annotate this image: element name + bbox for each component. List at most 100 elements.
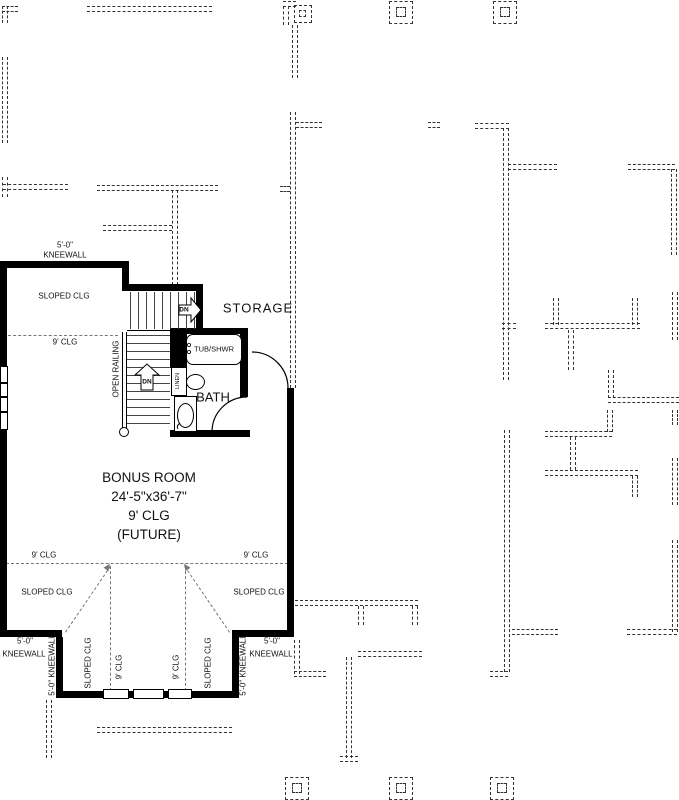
tub-faucet-icon: [186, 349, 191, 354]
window: [168, 689, 192, 699]
wall-segment: [232, 630, 294, 637]
wall-segment: [0, 630, 62, 637]
floor-below-dashed-line: [475, 123, 509, 129]
ceiling-break-line: [185, 566, 186, 691]
porch-post-outline: [389, 1, 413, 24]
floor-below-dashed-line: [296, 122, 322, 128]
porch-post-outline: [493, 1, 517, 24]
kneewall-dim-label: 5'-0": [57, 240, 73, 250]
floor-below-dashed-line: [512, 629, 558, 635]
floor-below-dashed-line: [295, 600, 418, 606]
storage-label: STORAGE: [222, 300, 294, 316]
floor-below-dashed-line: [87, 6, 212, 12]
floor-below-dashed-line: [358, 651, 422, 657]
sloped-ceiling-label: SLOPED CLG: [38, 291, 90, 301]
floor-below-dashed-line: [412, 606, 418, 625]
ceiling-height-label-vertical: 9' CLG: [114, 654, 124, 680]
kneewall-label: KNEEWALL: [249, 649, 293, 659]
floor-below-dashed-line: [627, 629, 677, 635]
floor-below-dashed-line: [553, 298, 559, 325]
floor-below-dashed-line: [346, 657, 352, 758]
floor-below-dashed-line: [545, 323, 640, 329]
tub-faucet-icon: [186, 342, 191, 347]
stair-edge-line: [127, 330, 170, 331]
sloped-ceiling-label-vertical: SLOPED CLG: [203, 637, 213, 689]
stair-down-arrow-up: [133, 363, 161, 391]
open-railing-label: OPEN RAILING: [111, 340, 121, 398]
room-ceiling: 9' CLG: [128, 508, 170, 523]
bath-label: BATH: [196, 389, 230, 405]
floor-below-dashed-line: [672, 410, 678, 425]
floor-below-dashed-line: [2, 6, 18, 12]
linen-label: LINEN: [175, 372, 181, 390]
stair-down-arrow-right: [178, 296, 202, 324]
floor-below-dashed-line: [608, 370, 614, 398]
floor-below-dashed-line: [3, 184, 68, 190]
room-name: BONUS ROOM: [102, 470, 196, 485]
kneewall-dim-label: 5'-0": [264, 636, 280, 646]
ceiling-height-label: 9' CLG: [52, 337, 78, 347]
floor-below-dashed-line: [428, 122, 440, 128]
floor-below-dashed-line: [503, 128, 509, 380]
tub-shower-label: TUB/SHWR: [194, 344, 234, 354]
floor-below-dashed-line: [2, 57, 8, 143]
wall-segment: [56, 637, 63, 698]
railing-newel-post: [119, 427, 129, 437]
floor-below-dashed-line: [628, 164, 675, 170]
open-railing-line: [122, 332, 127, 428]
wall-segment: [0, 261, 7, 367]
floor-below-dashed-line: [283, 1, 296, 7]
ceiling-height-label: 9' CLG: [243, 550, 269, 560]
floor-below-dashed-line: [97, 727, 232, 733]
wall-segment: [170, 430, 250, 437]
floor-below-dashed-line: [46, 700, 52, 758]
floor-below-dashed-line: [608, 397, 679, 403]
window: [103, 689, 129, 699]
ceiling-height-label: 9' CLG: [31, 550, 57, 560]
wall-segment: [232, 637, 239, 698]
room-dimensions: 24'-5"x36'-7": [111, 489, 187, 504]
ceiling-height-label-vertical: 9' CLG: [171, 654, 181, 680]
floor-below-dashed-line: [672, 458, 678, 505]
sink: [186, 374, 205, 390]
kneewall-label-vertical: 5'-0" KNEEWALL: [238, 634, 248, 696]
kneewall-dim-label: 5'-0": [17, 636, 33, 646]
floor-below-dashed-line: [280, 186, 290, 192]
ceiling-break-line: [6, 563, 288, 564]
kneewall-label: KNEEWALL: [2, 649, 46, 659]
wall-segment: [287, 388, 294, 637]
floor-below-dashed-line: [545, 431, 612, 437]
floor-below-dashed-line: [504, 430, 510, 672]
wall-segment: [122, 284, 203, 291]
floor-below-dashed-line: [671, 169, 677, 255]
floor-below-dashed-line: [283, 6, 289, 25]
floor-below-dashed-line: [508, 164, 557, 170]
floor-below-dashed-line: [607, 410, 613, 432]
wall-segment: [4, 261, 129, 268]
window-mullion: [0, 382, 8, 384]
wall-segment: [170, 328, 248, 334]
down-arrow-label: DN: [142, 378, 152, 386]
sloped-ceiling-label: SLOPED CLG: [21, 587, 73, 597]
window-mullion: [0, 396, 8, 398]
room-status: (FUTURE): [117, 527, 181, 542]
floor-below-dashed-line: [340, 756, 358, 762]
floor-below-dashed-line: [292, 25, 298, 78]
wall-segment: [122, 261, 129, 285]
sloped-ceiling-label-vertical: SLOPED CLG: [83, 637, 93, 689]
ceiling-break-line: [110, 566, 111, 691]
floor-below-dashed-line: [672, 540, 678, 632]
floor-below-dashed-line: [568, 330, 574, 370]
roof-edge-dashed-line: [290, 112, 296, 388]
sloped-ceiling-label: SLOPED CLG: [233, 587, 285, 597]
door-swing-arc: [211, 396, 248, 433]
wall-segment: [170, 334, 187, 368]
floor-below-dashed-line: [97, 185, 218, 191]
kneewall-label: KNEEWALL: [43, 250, 87, 260]
floor-below-dashed-line: [672, 292, 678, 340]
window: [0, 366, 8, 430]
floor-below-dashed-line: [632, 476, 638, 497]
wall-segment: [0, 429, 7, 637]
